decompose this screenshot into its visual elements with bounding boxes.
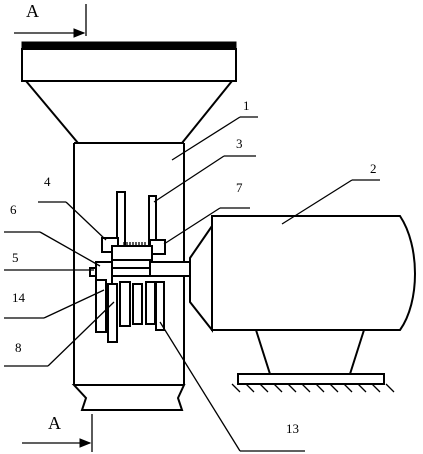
drive-shaft <box>149 261 191 277</box>
lower-hammer-3 <box>119 281 131 327</box>
section-arrowhead-top <box>73 28 86 38</box>
callout-2: 2 <box>281 161 380 225</box>
motor-body <box>211 215 416 331</box>
ground-hatching <box>231 383 395 393</box>
callout-leader-6 <box>39 231 101 267</box>
hopper-top-box <box>21 48 237 82</box>
electric-motor <box>189 215 416 393</box>
callout-label-14: 14 <box>12 290 26 305</box>
callout-8: 8 <box>4 301 115 367</box>
callout-label-4: 4 <box>44 174 51 189</box>
hopper <box>21 41 237 144</box>
callout-leader-3 <box>153 155 225 203</box>
callout-leader-14 <box>43 289 105 319</box>
callout-label-1: 1 <box>243 98 250 113</box>
motor-base-plate <box>237 373 385 385</box>
callout-leader-7 <box>163 207 221 245</box>
hopper-left-wall <box>25 80 79 144</box>
motor-end-cap <box>189 222 213 333</box>
rotor-assembly <box>89 191 191 343</box>
lower-hammer-5 <box>145 281 156 325</box>
hopper-rim <box>21 41 237 50</box>
callout-4: 4 <box>38 174 107 241</box>
callout-leader-8 <box>47 301 115 367</box>
callout-3: 3 <box>153 136 256 203</box>
callout-leader-4 <box>65 201 107 241</box>
callout-label-6: 6 <box>10 202 17 217</box>
lower-hammer-2 <box>107 283 118 343</box>
section-arrowhead-bottom <box>79 438 92 448</box>
callout-leader-1 <box>171 116 241 161</box>
callout-13: 13 <box>159 321 305 452</box>
section-mark-bottom: A <box>22 413 93 452</box>
callout-label-8: 8 <box>15 340 22 355</box>
callout-label-3: 3 <box>236 136 243 151</box>
callout-14: 14 <box>4 289 105 319</box>
callout-label-5: 5 <box>12 250 19 265</box>
callout-leader-2 <box>281 179 353 225</box>
lower-hammer-6 <box>155 281 165 331</box>
discharge-funnel <box>71 384 186 411</box>
callout-label-13: 13 <box>286 421 299 436</box>
upper-disc <box>111 245 153 261</box>
section-label-top: A <box>26 1 39 21</box>
callout-5: 5 <box>4 250 94 271</box>
motor-stand <box>255 329 365 375</box>
section-label-bottom: A <box>48 413 61 433</box>
hopper-right-wall <box>181 80 233 144</box>
callout-label-2: 2 <box>370 161 377 176</box>
lower-hammer-1 <box>95 279 107 333</box>
callout-7: 7 <box>163 180 250 245</box>
lower-hammer-4 <box>132 283 143 325</box>
callout-1: 1 <box>171 98 258 161</box>
callout-label-7: 7 <box>236 180 243 195</box>
callout-leader-13 <box>159 321 241 452</box>
section-mark-top: A <box>14 1 87 38</box>
callout-6: 6 <box>4 202 101 267</box>
